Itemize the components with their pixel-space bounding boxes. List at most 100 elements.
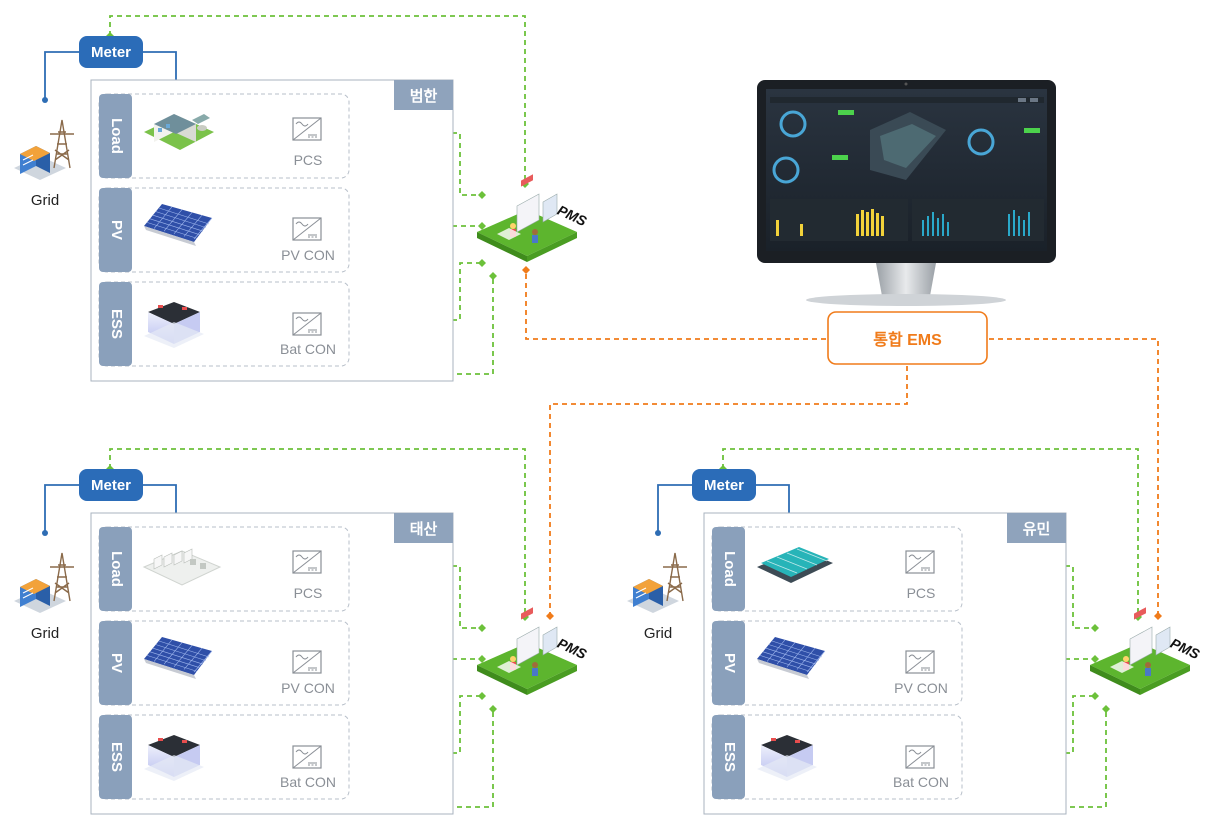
factory-building-icon bbox=[144, 114, 214, 150]
comm-line bbox=[722, 448, 1139, 617]
converter-icon bbox=[905, 550, 935, 574]
converter-icon bbox=[292, 217, 322, 241]
converter-label: PV CON bbox=[281, 247, 335, 263]
site-name-tag bbox=[394, 513, 453, 543]
converter-label: PCS bbox=[294, 152, 323, 168]
connector-diamond bbox=[1102, 705, 1110, 713]
connector-diamond bbox=[489, 272, 497, 280]
converter-icon bbox=[292, 745, 322, 769]
converter-label: PV CON bbox=[281, 680, 335, 696]
converter-icon bbox=[292, 312, 322, 336]
component-tab-label: Load bbox=[108, 118, 125, 154]
greenhouse-building-icon bbox=[757, 544, 838, 583]
connector-diamond bbox=[478, 259, 486, 267]
component-tab bbox=[99, 621, 132, 705]
component-tab-label: Load bbox=[721, 551, 738, 587]
site-name-tag bbox=[1007, 513, 1066, 543]
component-tab-label: Load bbox=[108, 551, 125, 587]
component-tab bbox=[99, 715, 132, 799]
meter-node[interactable]: Meter bbox=[692, 469, 756, 501]
component-row-box bbox=[98, 714, 350, 800]
grid-label: Grid bbox=[31, 192, 59, 209]
component-tab bbox=[99, 94, 132, 178]
connector-diamond bbox=[489, 705, 497, 713]
connector-diamond bbox=[478, 624, 486, 632]
grid-tower-icon bbox=[13, 119, 75, 181]
connector-diamond bbox=[1091, 692, 1099, 700]
component-tab-label: PV bbox=[108, 220, 125, 240]
converter-icon bbox=[292, 650, 322, 674]
converter-icon bbox=[292, 117, 322, 141]
converter-label: Bat CON bbox=[280, 341, 336, 357]
site-name-tag bbox=[394, 80, 453, 110]
battery-icon bbox=[757, 735, 817, 781]
grid-tower-icon bbox=[626, 552, 688, 614]
component-tab bbox=[712, 527, 745, 611]
component-tab bbox=[712, 621, 745, 705]
meter-node[interactable]: Meter bbox=[79, 469, 143, 501]
ems-link-line bbox=[549, 366, 908, 616]
solar-panel-icon bbox=[144, 204, 213, 246]
converter-label: Bat CON bbox=[280, 774, 336, 790]
grid-label: Grid bbox=[31, 625, 59, 642]
component-tab-label: ESS bbox=[721, 742, 738, 772]
integrated-ems-label: 통합 EMS bbox=[873, 331, 942, 349]
meter-label: Meter bbox=[704, 477, 744, 494]
converter-label: PV CON bbox=[894, 680, 948, 696]
component-tab-label: PV bbox=[108, 653, 125, 673]
solar-panel-icon bbox=[144, 637, 213, 679]
grid-link-line bbox=[44, 484, 80, 533]
converter-icon bbox=[292, 550, 322, 574]
ems-link-line bbox=[989, 338, 1159, 616]
component-row-box bbox=[711, 526, 963, 612]
integrated-ems-node[interactable]: 통합 EMS bbox=[827, 311, 988, 365]
connector-diamond bbox=[1154, 612, 1162, 620]
converter-icon bbox=[905, 745, 935, 769]
component-row-box bbox=[98, 93, 350, 179]
site-name-label: 태산 bbox=[410, 521, 438, 538]
converter-icon bbox=[905, 650, 935, 674]
comm-line bbox=[109, 448, 526, 617]
component-tab-label: ESS bbox=[108, 309, 125, 339]
connector-diamond bbox=[522, 266, 530, 274]
site-name-label: 범한 bbox=[410, 88, 438, 105]
component-tab bbox=[99, 527, 132, 611]
grid-link-line bbox=[44, 51, 80, 100]
warehouse-building-icon bbox=[142, 548, 222, 586]
ems-link-line bbox=[525, 270, 826, 340]
converter-label: PCS bbox=[907, 585, 936, 601]
link-dot bbox=[655, 530, 661, 536]
connector-diamond bbox=[478, 692, 486, 700]
converter-label: PCS bbox=[294, 585, 323, 601]
connector-diamond bbox=[478, 191, 486, 199]
site-name-label: 유민 bbox=[1023, 521, 1051, 538]
grid-label: Grid bbox=[644, 625, 672, 642]
ems-monitor-icon bbox=[757, 80, 1056, 306]
connector-diamond bbox=[478, 655, 486, 663]
component-tab-label: PV bbox=[721, 653, 738, 673]
link-dot bbox=[42, 97, 48, 103]
connector-diamond bbox=[1091, 624, 1099, 632]
meter-node[interactable]: Meter bbox=[79, 36, 143, 68]
component-tab bbox=[99, 282, 132, 366]
component-row-box bbox=[98, 526, 350, 612]
grid-link-line bbox=[657, 484, 693, 533]
solar-panel-icon bbox=[757, 637, 826, 679]
battery-icon bbox=[144, 302, 204, 348]
meter-label: Meter bbox=[91, 44, 131, 61]
component-tab-label: ESS bbox=[108, 742, 125, 772]
connector-diamond bbox=[546, 612, 554, 620]
connector-diamond bbox=[1091, 655, 1099, 663]
comm-line bbox=[109, 15, 526, 184]
link-dot bbox=[42, 530, 48, 536]
component-row-box bbox=[98, 281, 350, 367]
meter-label: Meter bbox=[91, 477, 131, 494]
connector-diamond bbox=[478, 222, 486, 230]
converter-label: Bat CON bbox=[893, 774, 949, 790]
component-tab bbox=[99, 188, 132, 272]
component-row-box bbox=[711, 714, 963, 800]
grid-tower-icon bbox=[13, 552, 75, 614]
component-tab bbox=[712, 715, 745, 799]
battery-icon bbox=[144, 735, 204, 781]
